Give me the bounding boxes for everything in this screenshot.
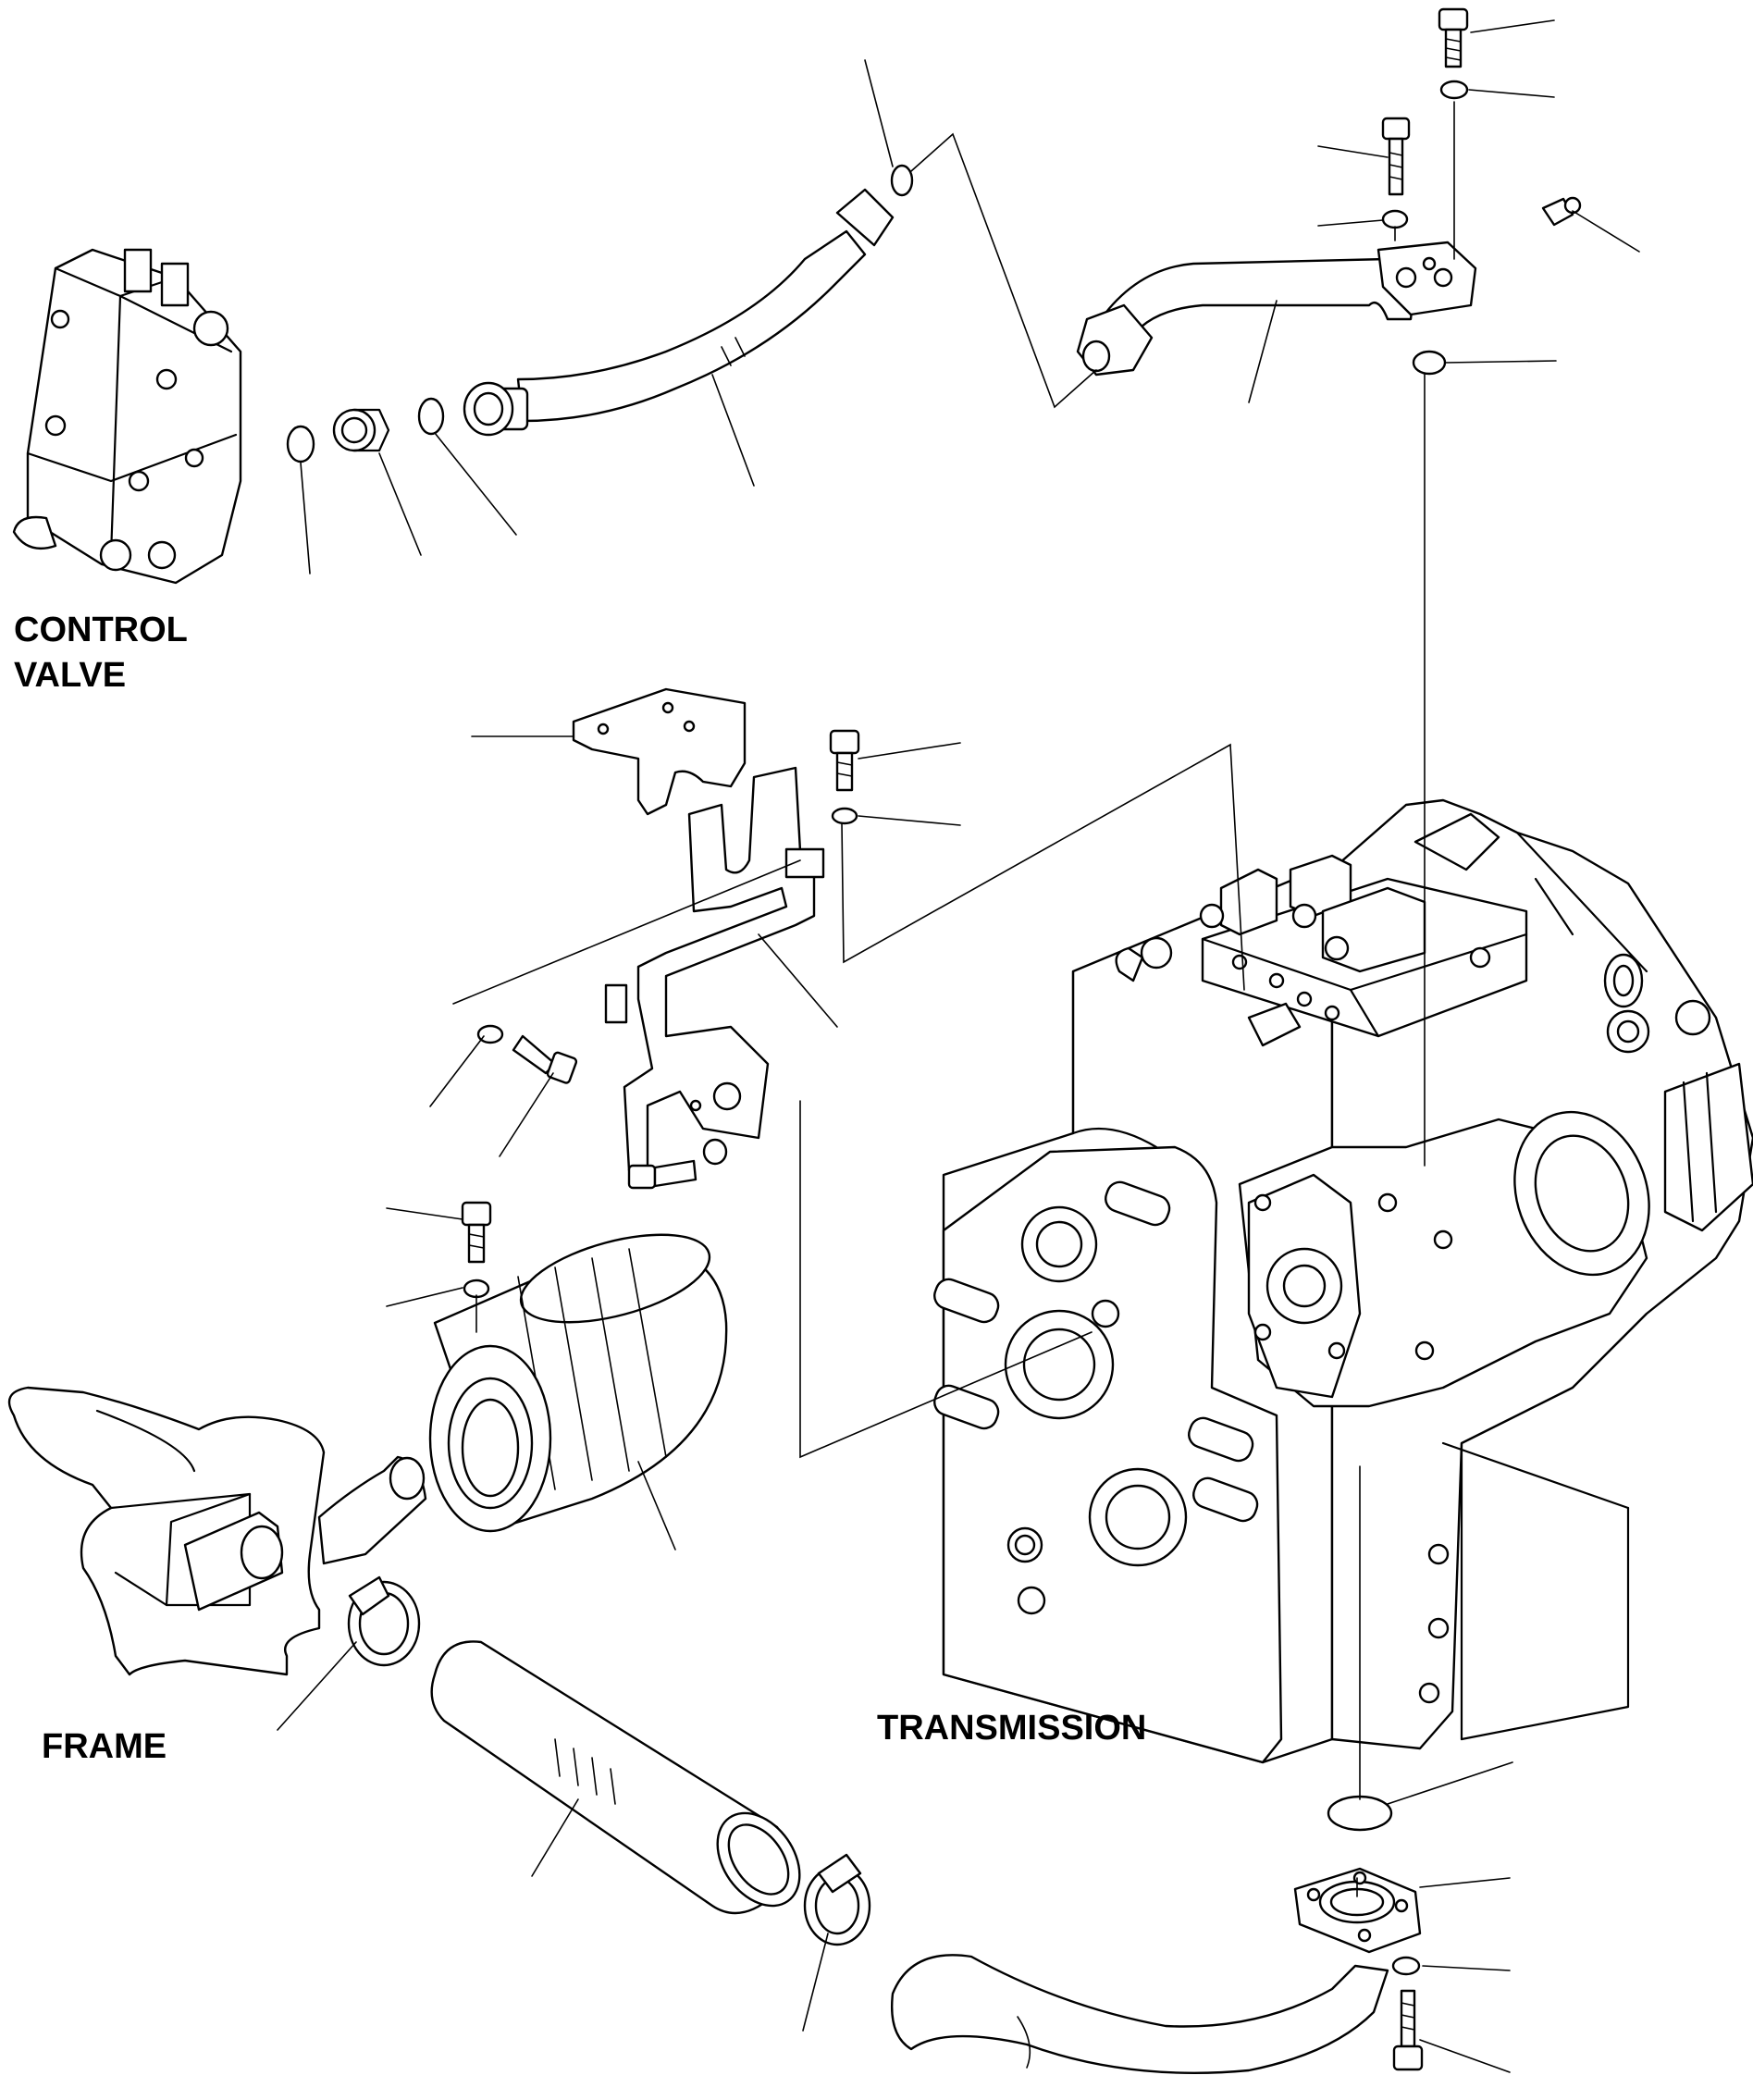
- washer-top-2: [1381, 209, 1409, 229]
- o-ring-1: [286, 425, 315, 463]
- tube-lower: [891, 1954, 1389, 2074]
- o-ring-top: [1412, 350, 1447, 376]
- grease-nipple: [1541, 196, 1582, 227]
- clamp-2: [803, 1853, 871, 1946]
- bolt-bracket-2: [512, 1034, 578, 1084]
- bolt-top-2: [1381, 117, 1411, 196]
- clamp-1: [347, 1575, 421, 1667]
- assembly-lines: [452, 101, 1455, 1897]
- elbow-fitting: [332, 408, 390, 452]
- control-valve-label-line1: CONTROL: [14, 611, 188, 649]
- o-ring-2: [417, 397, 445, 436]
- bolt-bracket-1: [829, 729, 860, 792]
- strainer: [428, 1233, 728, 1533]
- washer-bracket-3: [702, 1138, 728, 1166]
- hose-lower: [430, 1640, 801, 1915]
- leader-lines: [277, 19, 1640, 2073]
- bracket-main: [604, 766, 825, 1172]
- bolt-lower: [1392, 1989, 1424, 2071]
- bolt-bracket-3: [627, 1159, 697, 1190]
- frame-part: [7, 1386, 427, 1676]
- o-ring-3: [890, 164, 914, 197]
- gasket-lower: [1327, 1795, 1393, 1832]
- control-valve-part: [12, 248, 242, 585]
- transmission-label: TRANSMISSION: [877, 1709, 1146, 1748]
- frame-label: FRAME: [42, 1727, 167, 1766]
- bracket-plate: [572, 687, 747, 816]
- transmission-part: [933, 798, 1753, 1764]
- washer-bracket-1: [831, 807, 858, 825]
- washer-bracket-2: [476, 1024, 504, 1044]
- hose-upper: [463, 188, 895, 437]
- bolt-strainer: [461, 1201, 492, 1264]
- washer-lower: [1391, 1956, 1421, 1976]
- bolt-top-1: [1438, 7, 1469, 68]
- washer-top-1: [1439, 80, 1469, 100]
- pipe-top: [1076, 241, 1477, 377]
- control-valve-label-line2: VALVE: [14, 656, 126, 695]
